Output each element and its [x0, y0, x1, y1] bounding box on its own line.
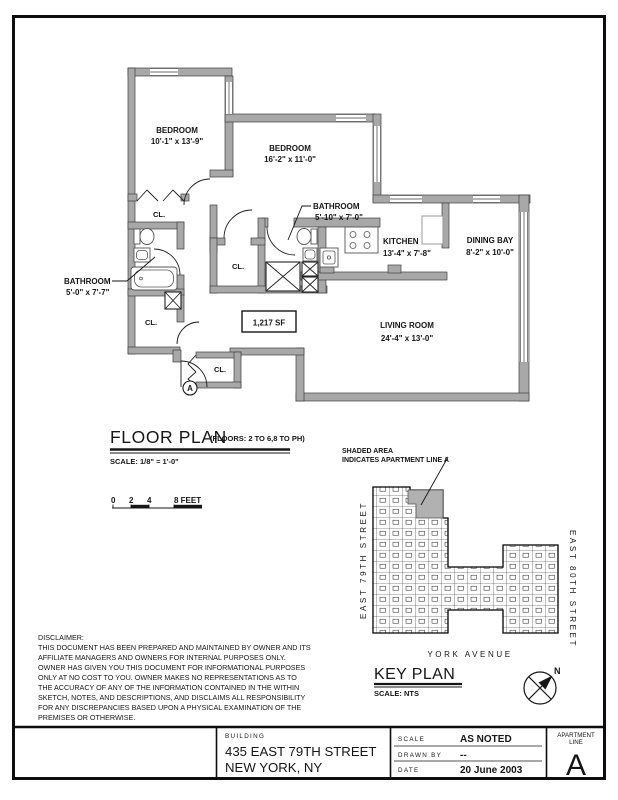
area-label: 1,217 SF [253, 319, 286, 328]
svg-text:4: 4 [147, 496, 152, 505]
north-label: N [554, 666, 561, 676]
bathtub-icon [130, 266, 178, 291]
building-address: 435 EAST 79TH STREET [225, 744, 376, 759]
dining-bay-dims: 8'-2" x 10'-0" [466, 248, 514, 257]
window [150, 68, 529, 362]
date-value: 20 June 2003 [460, 765, 523, 776]
refrigerator-icon [421, 215, 444, 245]
entry-marker: A [182, 380, 198, 396]
svg-text:0: 0 [111, 496, 116, 505]
leader-bathroom1 [112, 256, 156, 282]
disclaimer-line: OWNER HAS GIVEN YOU THIS DOCUMENT FOR IN… [38, 663, 305, 672]
drawn-by-label: DRAWN BY [398, 752, 442, 759]
svg-text:2: 2 [129, 496, 134, 505]
door-swing [136, 178, 296, 388]
closet-label: CL. [153, 210, 165, 219]
area-box [241, 310, 297, 333]
bathroom1-name: BATHROOM [64, 277, 111, 286]
key-plan-scale: SCALE: NTS [374, 689, 419, 698]
disclaimer-heading: DISCLAIMER: [38, 633, 84, 642]
floor-plan-title-block: FLOOR PLAN (FLOORS: 2 TO 6,8 TO PH) SCAL… [110, 427, 305, 509]
disclaimer-line: PREMISES OR OTHERWISE. [38, 713, 135, 722]
disclaimer-line: SKETCH, NOTES, AND DESCRIPTIONS, AND DIS… [38, 693, 306, 702]
street-label-york-avenue: YORK AVENUE [427, 650, 512, 659]
shaded-area-leader [420, 456, 449, 506]
closet-label: CL. [145, 318, 157, 327]
street-label-east-79th: EAST 79TH STREET [359, 501, 368, 619]
apartment-line-value: A [566, 749, 586, 782]
floor-plan-scale: SCALE: 1/8" = 1'-0" [110, 457, 179, 466]
shaft-icon [164, 261, 319, 310]
street-label-east-80th: EAST 80TH STREET [568, 530, 577, 648]
scale-label: SCALE [398, 736, 425, 743]
shaded-area-note-1: SHADED AREA [342, 448, 393, 455]
building-label: BUILDING [225, 733, 265, 740]
floors-note: (FLOORS: 2 TO 6,8 TO PH) [210, 434, 305, 443]
bathroom2-dims: 5'-10" x 7'-0" [315, 213, 363, 222]
living-room-name: LIVING ROOM [380, 321, 434, 330]
building-footprint [372, 486, 559, 634]
key-plan-title: KEY PLAN [374, 666, 455, 683]
apartment-line-a-shaded-area [407, 489, 444, 519]
toilet-icon [296, 228, 318, 245]
bedroom1-name: BEDROOM [156, 126, 198, 135]
svg-text:8 FEET: 8 FEET [174, 496, 201, 505]
kitchen-name: KITCHEN [383, 237, 419, 246]
disclaimer-line: AFFILIATE MANAGERS AND OWNERS FOR INTERN… [38, 653, 286, 662]
svg-text:A: A [187, 384, 193, 393]
leader-bathroom2 [287, 205, 311, 241]
disclaimer: DISCLAIMER: THIS DOCUMENT HAS BEEN PREPA… [38, 633, 311, 722]
building-city: NEW YORK, NY [225, 760, 322, 775]
scale-value: AS NOTED [460, 734, 512, 745]
sink-icon [302, 247, 318, 262]
shaded-area-note-2: INDICATES APARTMENT LINE A [342, 457, 449, 464]
sink-icon [133, 247, 151, 263]
dining-bay-name: DINING BAY [467, 236, 514, 245]
bathroom2-name: BATHROOM [313, 202, 360, 211]
apartment-line-label-1: APARTMENT [557, 732, 595, 739]
kitchen-dims: 13'-4" x 7'-8" [383, 249, 431, 258]
disclaimer-line: THE ACCURACY OF ANY OF THE INFORMATION C… [38, 683, 299, 692]
key-plan: SHADED AREA INDICATES APARTMENT LINE A E… [342, 448, 577, 705]
bedroom1-dims: 10'-1" x 13'-9" [151, 137, 204, 146]
north-arrow-icon: N [523, 666, 561, 705]
bathroom1-dims: 5'-0" x 7'-7" [66, 288, 110, 297]
shower-icon [265, 261, 301, 292]
title-block: BUILDING 435 EAST 79TH STREET NEW YORK, … [12, 725, 606, 782]
living-room-dims: 24'-4" x 13'-0" [381, 334, 434, 343]
page-border [12, 15, 606, 780]
closet-label: CL. [214, 365, 226, 374]
closet-label: CL. [232, 262, 244, 271]
kitchen-sink-icon [319, 247, 339, 268]
disclaimer-line: ONLY AT NO COST TO YOU. OWNER MAKES NO R… [38, 673, 297, 682]
disclaimer-line: FOR ANY DISCREPANCIES BASED UPON A PHYSI… [38, 703, 301, 712]
toilet-icon [133, 228, 155, 245]
apartment-line-label-2: LINE [569, 739, 583, 746]
date-label: DATE [398, 767, 420, 774]
scale-bar: 0 2 4 8 FEET [111, 496, 202, 509]
floor-plan-drawing: 1,217 SF A BEDROOM 10'-1" x 13'-9" BEDRO… [64, 67, 531, 402]
drawn-by-value: -- [460, 750, 467, 761]
bedroom2-dims: 16'-2" x 11'-0" [264, 155, 316, 164]
disclaimer-line: THIS DOCUMENT HAS BEEN PREPARED AND MAIN… [38, 643, 311, 652]
floor-plan-title: FLOOR PLAN [110, 427, 227, 447]
stove-icon [344, 226, 379, 254]
bedroom2-name: BEDROOM [269, 144, 311, 153]
